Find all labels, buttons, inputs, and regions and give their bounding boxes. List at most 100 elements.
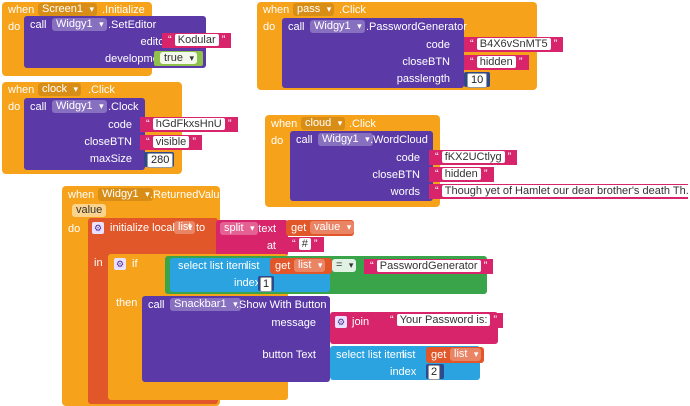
index-keyword: index: [390, 366, 417, 378]
string-value[interactable]: #: [298, 238, 311, 250]
equals-dropdown[interactable]: =: [332, 259, 357, 272]
boolean-block[interactable]: true: [154, 51, 203, 66]
when-keyword: when: [8, 4, 35, 16]
number-block[interactable]: 1: [258, 276, 274, 292]
component-dropdown[interactable]: clock: [38, 83, 82, 96]
param-label: button Text: [262, 349, 316, 361]
get-value-block[interactable]: get value: [286, 220, 355, 236]
text-keyword: text: [258, 223, 276, 235]
string-value[interactable]: hGdFkxsHnU: [152, 118, 225, 130]
initialize-label: initialize local: [110, 222, 175, 234]
string-block[interactable]: “ # ”: [286, 237, 324, 252]
in-keyword: in: [94, 257, 103, 269]
do-keyword: do: [263, 21, 276, 33]
string-value[interactable]: fKX2UCtlyg: [441, 151, 505, 163]
event-name: .ReturnedValue: [150, 189, 226, 201]
to-keyword: to: [196, 222, 206, 234]
list-keyword: list: [246, 260, 260, 272]
local-var-name[interactable]: list: [174, 221, 196, 234]
var-dropdown[interactable]: list: [450, 348, 482, 361]
method-name: .PasswordGenerator: [366, 21, 467, 33]
number-block[interactable]: 2: [426, 364, 444, 380]
number-block[interactable]: 10: [464, 72, 490, 88]
string-block[interactable]: “ B4X6vSnMT5 ”: [464, 37, 564, 52]
at-keyword: at: [266, 240, 276, 252]
method-name: .WordCloud: [370, 134, 428, 146]
split-block[interactable]: split text at: [216, 220, 288, 256]
component-dropdown[interactable]: pass: [293, 3, 335, 16]
call-block-snackbar[interactable]: call Snackbar1 .Show With Button message…: [142, 296, 330, 382]
param-label: code: [108, 119, 132, 131]
call-block-seteditor[interactable]: call Widgy1 .SetEditor editor developmen…: [24, 16, 206, 68]
string-block[interactable]: “ hidden ”: [429, 167, 494, 182]
target-dropdown[interactable]: Snackbar1: [170, 298, 241, 311]
number-value[interactable]: 2: [428, 365, 441, 380]
split-dropdown[interactable]: split: [220, 222, 258, 235]
call-block-wordcloud[interactable]: call Widgy1 .WordCloud code closeBTN wor…: [290, 131, 433, 201]
string-block[interactable]: “ visible ”: [140, 135, 203, 150]
get-list-block[interactable]: get list: [426, 347, 484, 363]
boolean-dropdown[interactable]: true: [160, 52, 197, 64]
string-block[interactable]: “ hGdFkxsHnU ”: [140, 117, 238, 132]
when-keyword: when: [271, 118, 298, 130]
number-value[interactable]: 10: [467, 73, 488, 88]
number-value[interactable]: 280: [147, 153, 174, 168]
var-dropdown[interactable]: list: [294, 259, 326, 272]
call-keyword: call: [148, 299, 165, 311]
component-dropdown[interactable]: Screen1: [38, 3, 97, 16]
do-keyword: do: [271, 135, 284, 147]
gear-icon[interactable]: ⚙: [92, 222, 104, 234]
get-list-block[interactable]: get list: [270, 258, 332, 274]
target-dropdown[interactable]: Widgy1: [52, 100, 107, 113]
target-dropdown[interactable]: Widgy1: [52, 18, 107, 31]
var-dropdown[interactable]: value: [310, 221, 355, 234]
string-value[interactable]: Though yet of Hamlet our dear brother's …: [441, 185, 688, 197]
call-keyword: call: [288, 21, 305, 33]
string-value[interactable]: hidden: [476, 56, 516, 68]
method-name: .Show With Button: [236, 299, 327, 311]
method-name: .Clock: [108, 101, 139, 113]
string-block[interactable]: “ Your Password is: ”: [384, 313, 504, 328]
select-list-item-block[interactable]: select list item list index: [330, 346, 480, 380]
event-name: .Click: [349, 118, 376, 130]
gear-icon[interactable]: ⚙: [335, 316, 347, 328]
string-value[interactable]: PasswordGenerator: [376, 260, 481, 272]
get-keyword: get: [431, 349, 447, 361]
call-block-passwordgenerator[interactable]: call Widgy1 .PasswordGenerator code clos…: [282, 18, 467, 88]
string-block[interactable]: “ fKX2UCtlyg ”: [429, 150, 518, 165]
component-dropdown[interactable]: cloud: [301, 117, 346, 130]
number-block[interactable]: 280: [144, 152, 174, 168]
gear-icon[interactable]: ⚙: [114, 258, 126, 270]
param-label: code: [426, 39, 450, 51]
call-keyword: call: [296, 134, 313, 146]
call-block-clock[interactable]: call Widgy1 .Clock code closeBTN maxSize: [24, 98, 145, 170]
target-dropdown[interactable]: Widgy1: [310, 20, 365, 33]
string-value[interactable]: Kodular: [174, 34, 219, 46]
list-keyword: list: [402, 349, 416, 361]
string-value[interactable]: Your Password is:: [396, 314, 491, 326]
string-value[interactable]: hidden: [441, 168, 481, 180]
get-keyword: get: [291, 222, 307, 234]
string-value[interactable]: B4X6vSnMT5: [476, 38, 551, 50]
string-block[interactable]: “ Though yet of Hamlet our dear brother'…: [429, 184, 688, 199]
string-value[interactable]: visible: [152, 136, 190, 148]
target-dropdown[interactable]: Widgy1: [318, 133, 373, 146]
event-name: .Click: [88, 84, 115, 96]
when-keyword: when: [68, 189, 95, 201]
when-keyword: when: [263, 4, 290, 16]
component-dropdown[interactable]: Widgy1: [98, 188, 153, 201]
param-label: closeBTN: [372, 169, 420, 181]
param-label: editor: [140, 36, 168, 48]
string-block[interactable]: “ PasswordGenerator ”: [364, 259, 494, 274]
select-list-item-block[interactable]: select list item list index: [170, 258, 330, 292]
if-keyword: if: [132, 258, 138, 270]
call-keyword: call: [30, 19, 47, 31]
string-block[interactable]: “ Kodular ”: [162, 33, 232, 48]
param-label: closeBTN: [402, 56, 450, 68]
event-param[interactable]: value: [72, 204, 107, 217]
index-keyword: index: [234, 277, 261, 289]
param-label: development: [105, 53, 168, 65]
string-block[interactable]: “ hidden ”: [464, 55, 529, 70]
number-value[interactable]: 1: [260, 277, 273, 292]
param-label: closeBTN: [84, 136, 132, 148]
